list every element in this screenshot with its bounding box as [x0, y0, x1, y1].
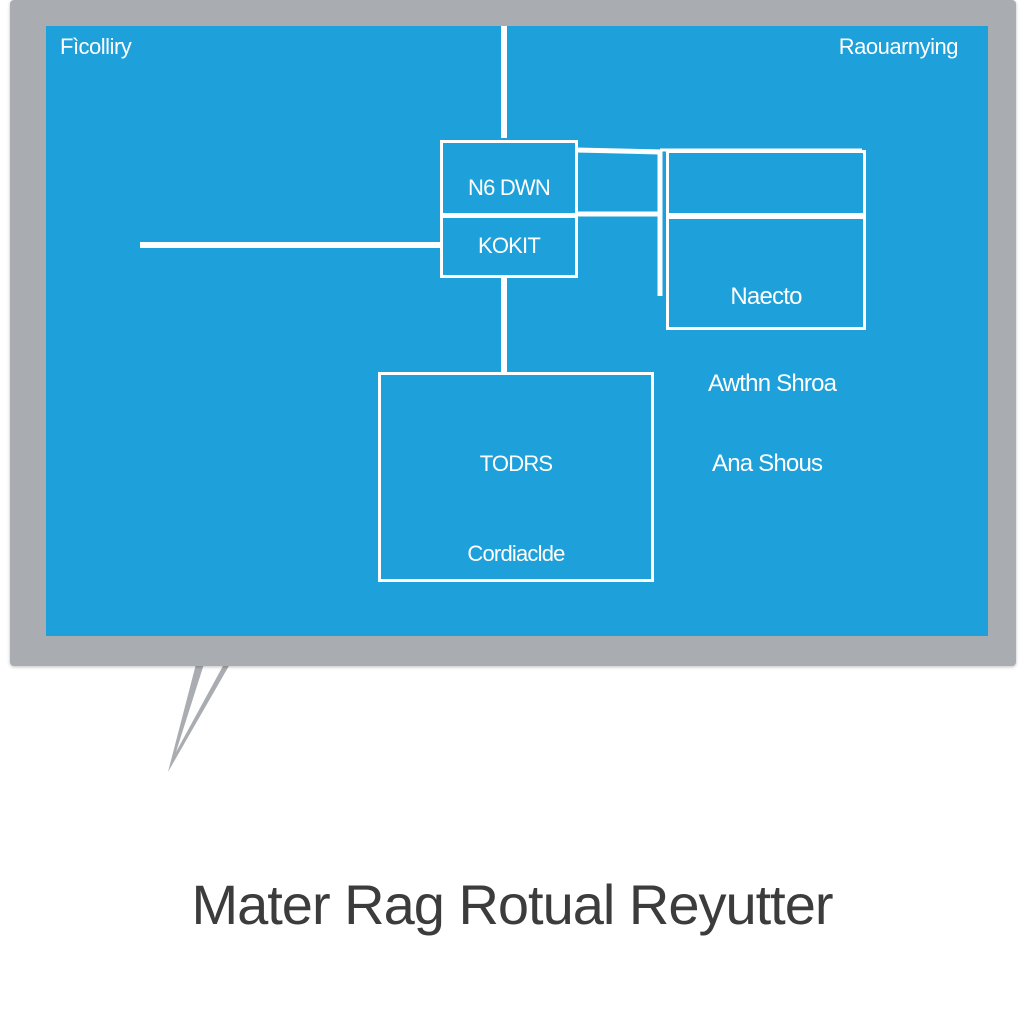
- top-left-label: Fìcolliry: [60, 34, 132, 59]
- upper-node-box: N6 DWN KOKIT: [440, 140, 578, 278]
- side-label-first: Awthn Shroa: [708, 370, 837, 397]
- upper-node-bottom-label: KOKIT: [477, 233, 541, 258]
- connector-upper-bend: [575, 147, 663, 296]
- side-label-second: Ana Shous: [712, 450, 823, 477]
- caption-title: Mater Rag Rotual Reyutter: [191, 873, 833, 936]
- lower-node-top-label: TODRS: [479, 451, 553, 476]
- right-node-divider: [669, 213, 863, 219]
- lower-node-box: TODRS Cordiaclde: [378, 372, 654, 582]
- right-node-label: Naecto: [730, 283, 802, 310]
- top-right-label: Raouarnying: [838, 34, 959, 59]
- blue-screen: Fìcolliry Raouarnying N6 DWN KOKIT Naect…: [46, 26, 988, 636]
- right-node-box: Naecto: [666, 150, 866, 330]
- upper-node-top-label: N6 DWN: [468, 175, 551, 200]
- upper-node-divider: [443, 213, 575, 218]
- lower-node-bottom-label: Cordiaclde: [467, 541, 565, 566]
